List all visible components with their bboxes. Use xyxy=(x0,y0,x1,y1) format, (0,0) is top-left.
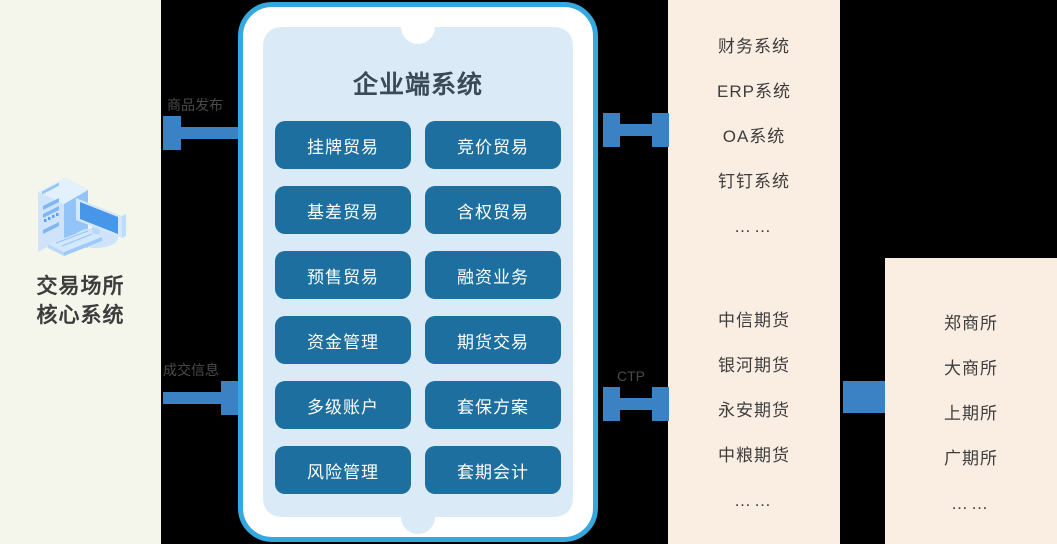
arrow-left-icon xyxy=(163,116,239,150)
panel-enterprise-and-brokers xyxy=(668,0,840,544)
connector-block-icon xyxy=(843,381,885,413)
module-tile[interactable]: 基差贸易 xyxy=(275,186,411,234)
enterprise-client-device: 企业端系统 挂牌贸易 竞价贸易 基差贸易 含权贸易 预售贸易 融资业务 资金管理… xyxy=(238,2,598,542)
flow-label-product-release: 商品发布 xyxy=(167,97,223,113)
arrow-right-icon xyxy=(163,381,239,415)
module-tile[interactable]: 含权贸易 xyxy=(425,186,561,234)
desktop-computer-icon xyxy=(37,178,126,256)
arrow-bidirectional-icon xyxy=(603,113,669,147)
module-tile[interactable]: 多级账户 xyxy=(275,381,411,429)
module-tile[interactable]: 套保方案 xyxy=(425,381,561,429)
module-tile[interactable]: 预售贸易 xyxy=(275,251,411,299)
list-exchanges: 郑商所 大商所 上期所 广期所 …… xyxy=(885,315,1057,512)
list-item: 中粮期货 xyxy=(718,446,790,465)
module-tile[interactable]: 资金管理 xyxy=(275,316,411,364)
list-item-ellipsis: …… xyxy=(951,494,991,513)
flow-connector-exchanges xyxy=(843,381,885,418)
flow-label-ctp: CTP xyxy=(617,368,645,384)
enterprise-system-title: 企业端系统 xyxy=(352,71,483,99)
module-tile[interactable]: 期货交易 xyxy=(425,316,561,364)
module-tile[interactable]: 风险管理 xyxy=(275,446,411,494)
module-tile[interactable]: 融资业务 xyxy=(425,251,561,299)
panel-trading-venue xyxy=(0,0,161,544)
device-notch-top xyxy=(401,27,435,44)
list-item-ellipsis: …… xyxy=(734,217,774,236)
list-futures-brokers: 中信期货 银河期货 永安期货 中粮期货 …… xyxy=(668,312,840,509)
list-item: 郑商所 xyxy=(944,314,998,333)
flow-label-trade-info: 成交信息 xyxy=(163,362,219,378)
module-tile[interactable]: 套期会计 xyxy=(425,446,561,494)
list-item: 上期所 xyxy=(944,404,998,423)
flow-arrow-enterprise-systems xyxy=(603,112,669,153)
list-item: OA系统 xyxy=(722,127,786,146)
list-item: ERP系统 xyxy=(717,82,791,101)
list-item: 银河期货 xyxy=(718,356,790,375)
list-item: 钉钉系统 xyxy=(718,172,790,191)
module-tile[interactable]: 竞价贸易 xyxy=(425,121,561,169)
list-item-ellipsis: …… xyxy=(734,491,774,510)
arrow-bidirectional-ctp-icon xyxy=(603,387,669,421)
list-item: 中信期货 xyxy=(718,311,790,330)
list-item: 财务系统 xyxy=(718,37,790,56)
device-notch-bottom xyxy=(401,517,435,534)
module-tile-grid: 挂牌贸易 竞价贸易 基差贸易 含权贸易 预售贸易 融资业务 资金管理 期货交易 … xyxy=(275,121,561,494)
list-item: 广期所 xyxy=(944,449,998,468)
list-item: 永安期货 xyxy=(718,401,790,420)
trading-venue-block: 交易场所 核心系统 xyxy=(0,160,161,331)
module-tile[interactable]: 挂牌贸易 xyxy=(275,121,411,169)
panel-exchanges xyxy=(885,258,1057,544)
venue-title: 交易场所 核心系统 xyxy=(36,275,125,327)
device-screen: 企业端系统 挂牌贸易 竞价贸易 基差贸易 含权贸易 预售贸易 融资业务 资金管理… xyxy=(263,27,573,534)
list-item: 大商所 xyxy=(944,359,998,378)
list-enterprise-systems: 财务系统 ERP系统 OA系统 钉钉系统 …… xyxy=(668,38,840,235)
